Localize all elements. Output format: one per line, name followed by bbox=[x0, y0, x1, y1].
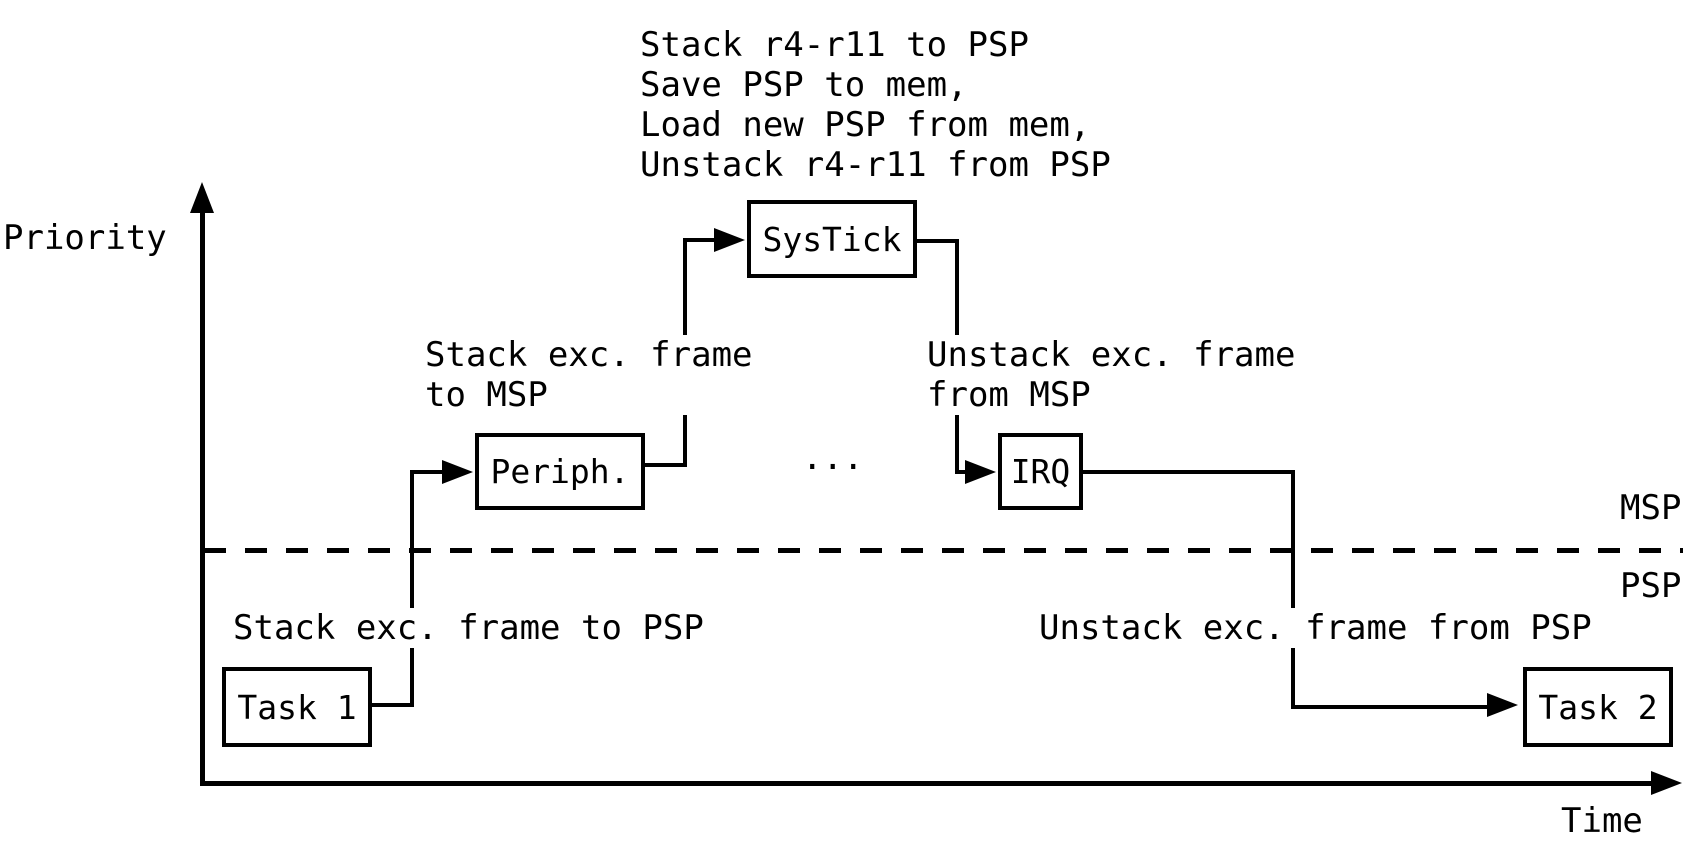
connector-periph-systick bbox=[645, 463, 687, 467]
time-axis-line bbox=[200, 781, 1655, 786]
arrowhead-into-periph-icon bbox=[442, 460, 473, 484]
unstack-from-psp-annotation: Unstack exc. frame from PSP bbox=[1039, 608, 1592, 648]
msp-region-label: MSP bbox=[1620, 488, 1682, 528]
irq-box: IRQ bbox=[998, 433, 1083, 510]
psp-region-label: PSP bbox=[1620, 566, 1682, 606]
msp-psp-divider-line bbox=[204, 548, 1683, 553]
task1-box: Task 1 bbox=[222, 667, 372, 747]
connector-systick-irq bbox=[955, 470, 969, 474]
systick-box: SysTick bbox=[747, 200, 917, 278]
connector-periph-systick bbox=[683, 238, 717, 242]
context-switch-annotation: Stack r4-r11 to PSP Save PSP to mem, Loa… bbox=[640, 25, 1111, 185]
time-axis-label: Time bbox=[1561, 801, 1643, 841]
periph-box: Periph. bbox=[475, 433, 645, 510]
connector-task1-periph bbox=[372, 703, 414, 707]
arrowhead-into-systick-icon bbox=[714, 228, 745, 252]
connector-systick-irq bbox=[917, 239, 959, 243]
priority-axis-line bbox=[200, 208, 205, 785]
priority-axis-arrow-icon bbox=[190, 182, 214, 213]
connector-irq-task2 bbox=[1083, 470, 1295, 474]
connector-task1-periph bbox=[410, 470, 446, 474]
stack-to-msp-annotation: Stack exc. frame to MSP bbox=[425, 335, 753, 415]
time-axis-arrow-icon bbox=[1651, 771, 1682, 795]
arrowhead-into-task2-icon bbox=[1487, 693, 1518, 717]
arrowhead-into-irq-icon bbox=[965, 460, 996, 484]
connector-irq-task2 bbox=[1291, 470, 1295, 709]
priority-axis-label: Priority bbox=[3, 218, 167, 258]
task2-box: Task 2 bbox=[1523, 667, 1673, 747]
connector-irq-task2 bbox=[1291, 705, 1488, 709]
connector-task1-periph bbox=[410, 470, 414, 707]
stack-to-psp-annotation: Stack exc. frame to PSP bbox=[233, 608, 704, 648]
unstack-from-msp-annotation: Unstack exc. frame from MSP bbox=[927, 335, 1296, 415]
ellipsis-annotation: ... bbox=[802, 438, 864, 478]
